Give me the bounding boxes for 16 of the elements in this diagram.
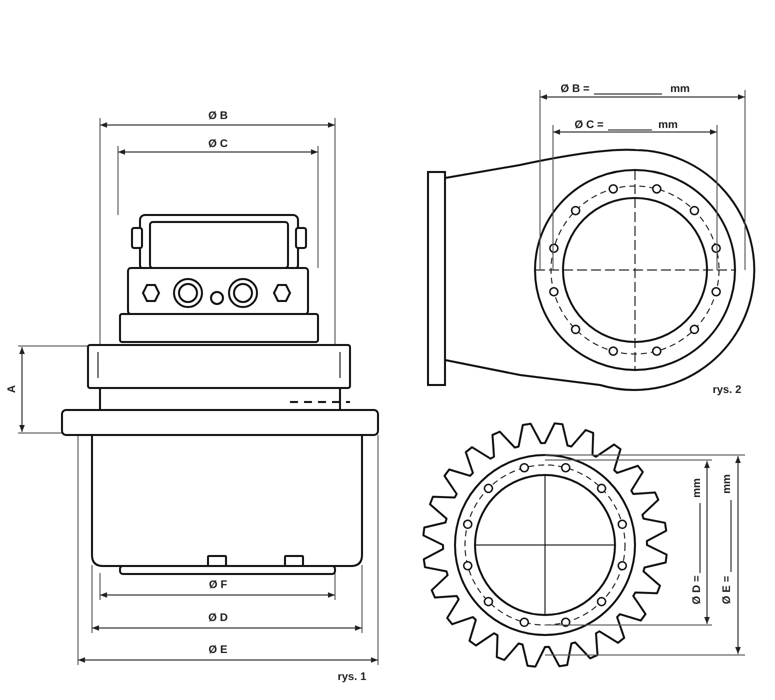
unit-label: mm (658, 119, 678, 131)
dimension-label: Ø E (208, 644, 228, 656)
figure-caption: rys. 2 (712, 384, 742, 396)
dimension-label: Ø F (208, 579, 228, 591)
dimension-label: Ø D = (691, 575, 703, 605)
dimension-label: A (6, 385, 18, 393)
dimension-label: Ø B = (560, 83, 590, 95)
dimension-label: Ø B (208, 110, 228, 122)
dimension-label: Ø C (208, 138, 228, 150)
figure-caption: rys. 1 (338, 671, 366, 683)
unit-label: mm (691, 478, 703, 498)
dimension-label: Ø E = (721, 576, 733, 604)
dimension-label: Ø C = (574, 119, 604, 131)
unit-label: mm (670, 83, 690, 95)
unit-label: mm (721, 474, 733, 494)
dimension-label: Ø D (208, 612, 228, 624)
